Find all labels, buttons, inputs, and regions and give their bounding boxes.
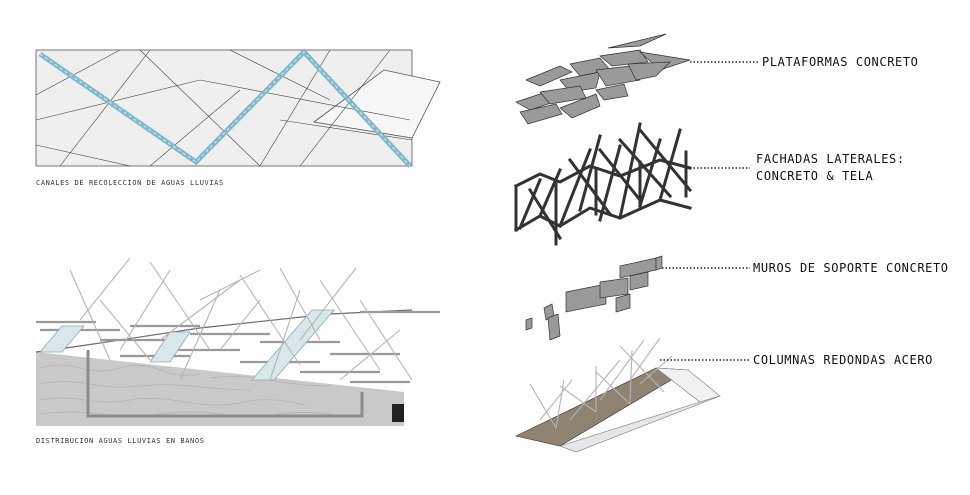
drain-pipe [86, 350, 364, 418]
slab-end [559, 395, 721, 453]
label-plataformas: PLATAFORMAS CONCRETO [762, 54, 919, 71]
label-muros: MUROS DE SOPORTE CONCRETO [753, 260, 949, 277]
slab-side [655, 367, 721, 403]
label-fachadas: FACHADAS LATERALES: CONCRETO & TELA [756, 151, 905, 185]
rainwater-channel-highlight [39, 51, 411, 167]
label-fachadas-line-1: FACHADAS LATERALES: [756, 152, 905, 166]
caption-channels: CANALES DE RECOLECCION DE AGUAS LLUVIAS [36, 179, 224, 187]
layer-facades [513, 122, 693, 246]
round-steel-columns [529, 337, 673, 429]
label-columnas-line-1: COLUMNAS REDONDAS ACERO [753, 353, 933, 367]
drain-tank [392, 404, 404, 422]
label-muros-line-1: MUROS DE SOPORTE CONCRETO [753, 261, 949, 275]
label-plataformas-line-1: PLATAFORMAS CONCRETO [762, 55, 919, 69]
caption-distribution: DISTRIBUCION AGUAS LLUVIAS EN BANOS [36, 437, 205, 445]
label-columnas: COLUMNAS REDONDAS ACERO [753, 352, 933, 369]
steel-columns [69, 257, 413, 381]
layer-walls [525, 255, 663, 341]
layer-platforms [515, 33, 691, 125]
label-fachadas-line-2: CONCRETO & TELA [756, 169, 874, 183]
ground-texture [39, 364, 341, 417]
layer-columns-slab [515, 337, 721, 453]
